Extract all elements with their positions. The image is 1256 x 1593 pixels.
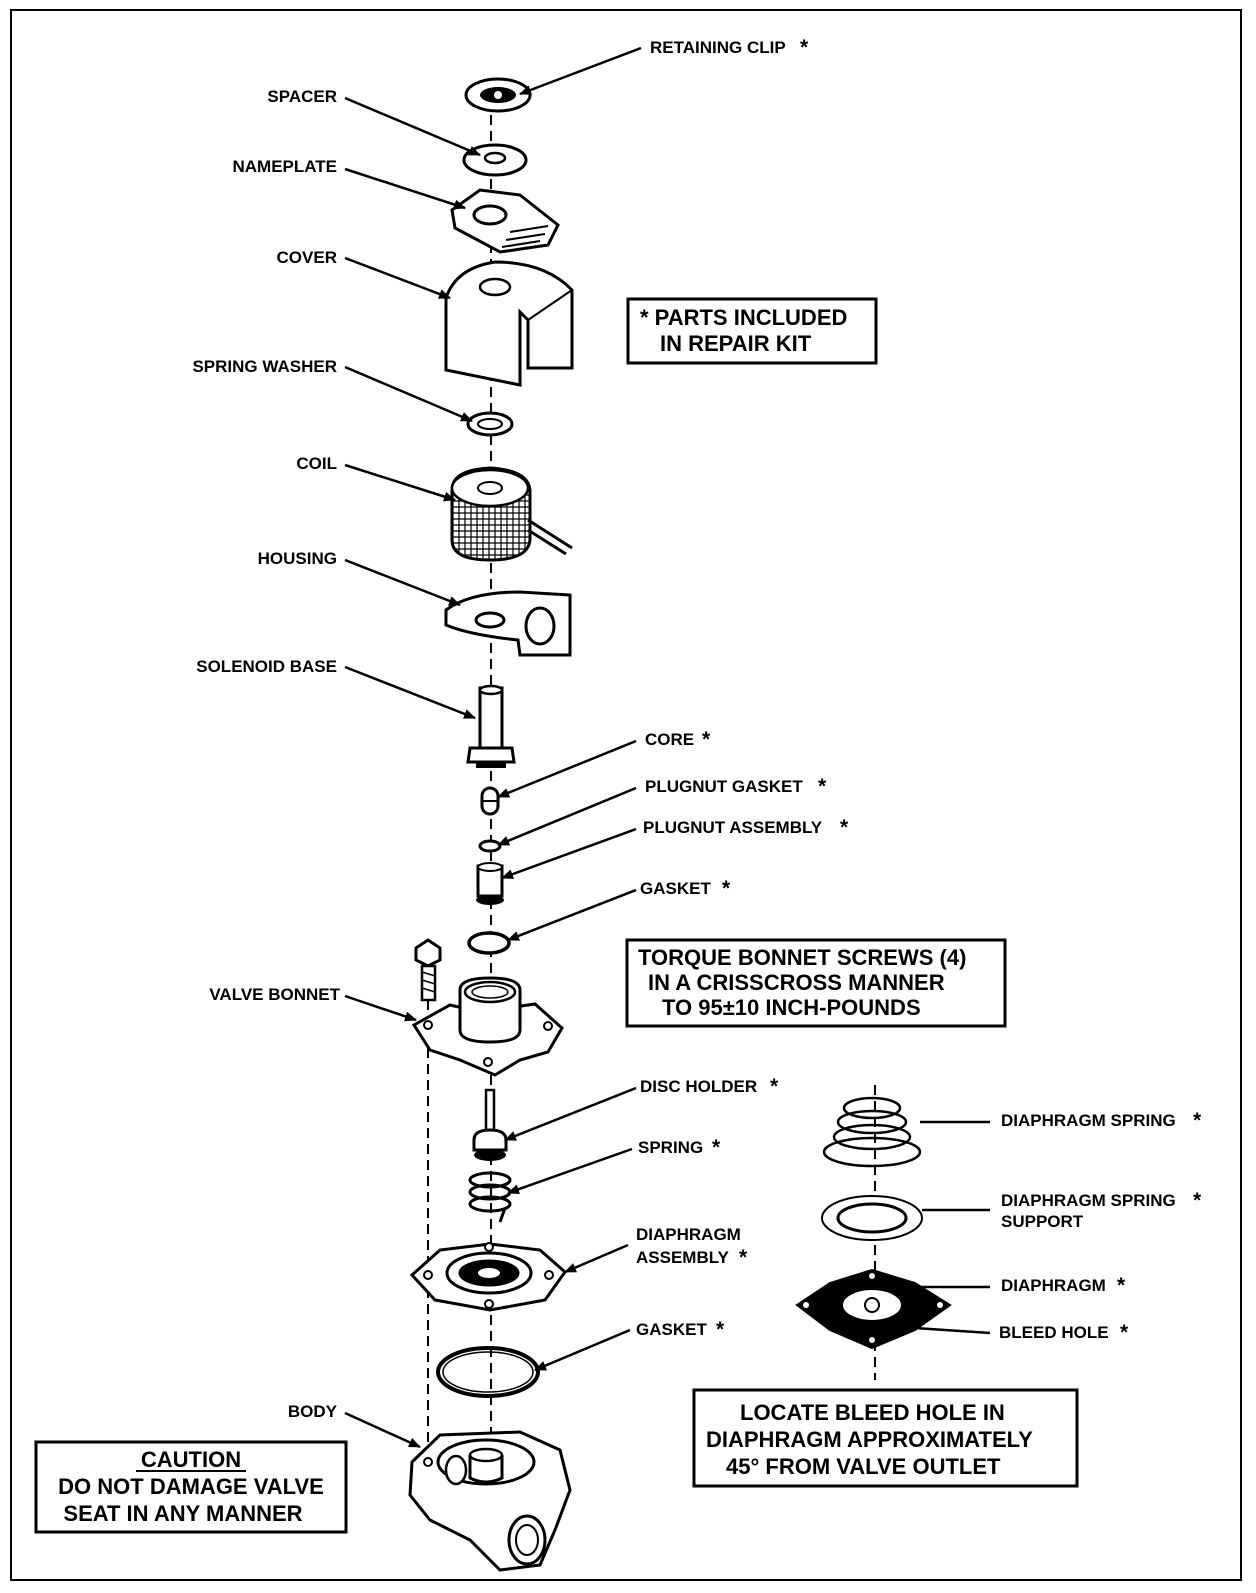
torque-note-line3: TO 95±10 INCH-POUNDS — [662, 995, 921, 1020]
label-diaphragm-spring-support-line1: DIAPHRAGM SPRING — [1001, 1191, 1176, 1210]
disc-holder-part — [472, 1088, 508, 1161]
spring-washer-part — [466, 411, 514, 437]
spring-part — [468, 1171, 512, 1223]
label-coil: COIL — [296, 454, 337, 473]
body-part — [408, 1430, 572, 1572]
caution-note-line2: DO NOT DAMAGE VALVE — [58, 1474, 324, 1499]
asterisk-retaining-clip: * — [800, 36, 809, 59]
core-part — [480, 786, 500, 816]
label-housing: HOUSING — [258, 549, 337, 568]
torque-note-line2: IN A CRISSCROSS MANNER — [648, 970, 945, 995]
label-spacer: SPACER — [267, 87, 337, 106]
torque-note-line1: TORQUE BONNET SCREWS (4) — [638, 945, 966, 970]
bleed-hole-note-line3: 45° FROM VALVE OUTLET — [726, 1454, 1001, 1479]
label-diaphragm-spring: DIAPHRAGM SPRING — [1001, 1111, 1176, 1130]
bonnet-screw-part — [414, 938, 442, 1002]
inset-diaphragm-part — [795, 1268, 952, 1350]
diagram-frame — [10, 9, 1242, 1581]
solenoid-base-part — [466, 684, 516, 768]
repair-kit-note-line2: IN REPAIR KIT — [660, 331, 812, 356]
label-solenoid-base: SOLENOID BASE — [196, 657, 337, 676]
asterisk-diaphragm-spring-support: * — [1193, 1189, 1202, 1212]
cover-part — [444, 260, 574, 387]
spacer-part — [462, 143, 528, 177]
label-diaphragm-spring-support-line2: SUPPORT — [1001, 1212, 1084, 1231]
label-valve-bonnet: VALVE BONNET — [209, 985, 340, 1004]
label-bleed-hole: BLEED HOLE — [999, 1323, 1109, 1342]
repair-kit-note-line1: * PARTS INCLUDED — [640, 305, 847, 330]
asterisk-diaphragm-assembly: * — [739, 1246, 748, 1269]
plugnut-assembly-part — [476, 862, 504, 905]
label-diaphragm: DIAPHRAGM — [1001, 1276, 1106, 1295]
caution-note: CAUTION DO NOT DAMAGE VALVE SEAT IN ANY … — [34, 1440, 348, 1534]
caution-note-line3: SEAT IN ANY MANNER — [63, 1501, 302, 1526]
asterisk-spring: * — [712, 1136, 721, 1159]
label-disc-holder: DISC HOLDER — [640, 1077, 757, 1096]
asterisk-disc-holder: * — [770, 1075, 779, 1098]
inset-spring-support-part — [821, 1195, 923, 1241]
plugnut-gasket-part — [478, 839, 502, 853]
asterisk-plugnut-assembly: * — [840, 816, 849, 839]
asterisk-diaphragm-spring: * — [1193, 1109, 1202, 1132]
asterisk-gasket-upper: * — [722, 877, 731, 900]
diaphragm-assembly-part — [409, 1242, 568, 1312]
label-nameplate: NAMEPLATE — [232, 157, 337, 176]
label-plugnut-assembly: PLUGNUT ASSEMBLY — [643, 818, 823, 837]
label-gasket-upper: GASKET — [640, 879, 711, 898]
housing-part — [444, 590, 572, 657]
bleed-hole-note-line1: LOCATE BLEED HOLE IN — [740, 1400, 1005, 1425]
coil-part — [450, 466, 573, 562]
nameplate-part — [450, 188, 560, 254]
leader-lines — [344, 46, 991, 1449]
asterisk-gasket-lower: * — [716, 1318, 725, 1341]
inset-diaphragm-spring-part — [822, 1096, 922, 1168]
retaining-clip-part — [464, 77, 532, 113]
valve-bonnet-part — [411, 976, 564, 1077]
upper-gasket-part — [467, 931, 511, 955]
bleed-hole-note-line2: DIAPHRAGM APPROXIMATELY — [706, 1427, 1033, 1452]
bleed-hole-note: LOCATE BLEED HOLE IN DIAPHRAGM APPROXIMA… — [692, 1388, 1079, 1488]
asterisk-core: * — [702, 728, 711, 751]
label-spring-washer: SPRING WASHER — [192, 357, 337, 376]
lower-gasket-part — [436, 1346, 540, 1398]
label-plugnut-gasket: PLUGNUT GASKET — [645, 777, 803, 796]
asterisk-diaphragm: * — [1117, 1274, 1126, 1297]
part-labels: RETAINING CLIP * SPACER NAMEPLATE COVER … — [192, 36, 1202, 1421]
label-core: CORE — [645, 730, 694, 749]
asterisk-plugnut-gasket: * — [818, 775, 827, 798]
label-body: BODY — [288, 1402, 338, 1421]
label-cover: COVER — [277, 248, 337, 267]
label-spring: SPRING — [638, 1138, 703, 1157]
label-diaphragm-assembly-line1: DIAPHRAGM — [636, 1225, 741, 1244]
label-gasket-lower: GASKET — [636, 1320, 707, 1339]
repair-kit-note: * PARTS INCLUDED IN REPAIR KIT — [626, 297, 878, 365]
label-retaining-clip: RETAINING CLIP — [650, 38, 786, 57]
asterisk-bleed-hole: * — [1120, 1321, 1129, 1344]
torque-note: TORQUE BONNET SCREWS (4) IN A CRISSCROSS… — [625, 938, 1007, 1028]
label-diaphragm-assembly-line2: ASSEMBLY — [636, 1248, 730, 1267]
caution-note-title: CAUTION — [141, 1447, 241, 1472]
